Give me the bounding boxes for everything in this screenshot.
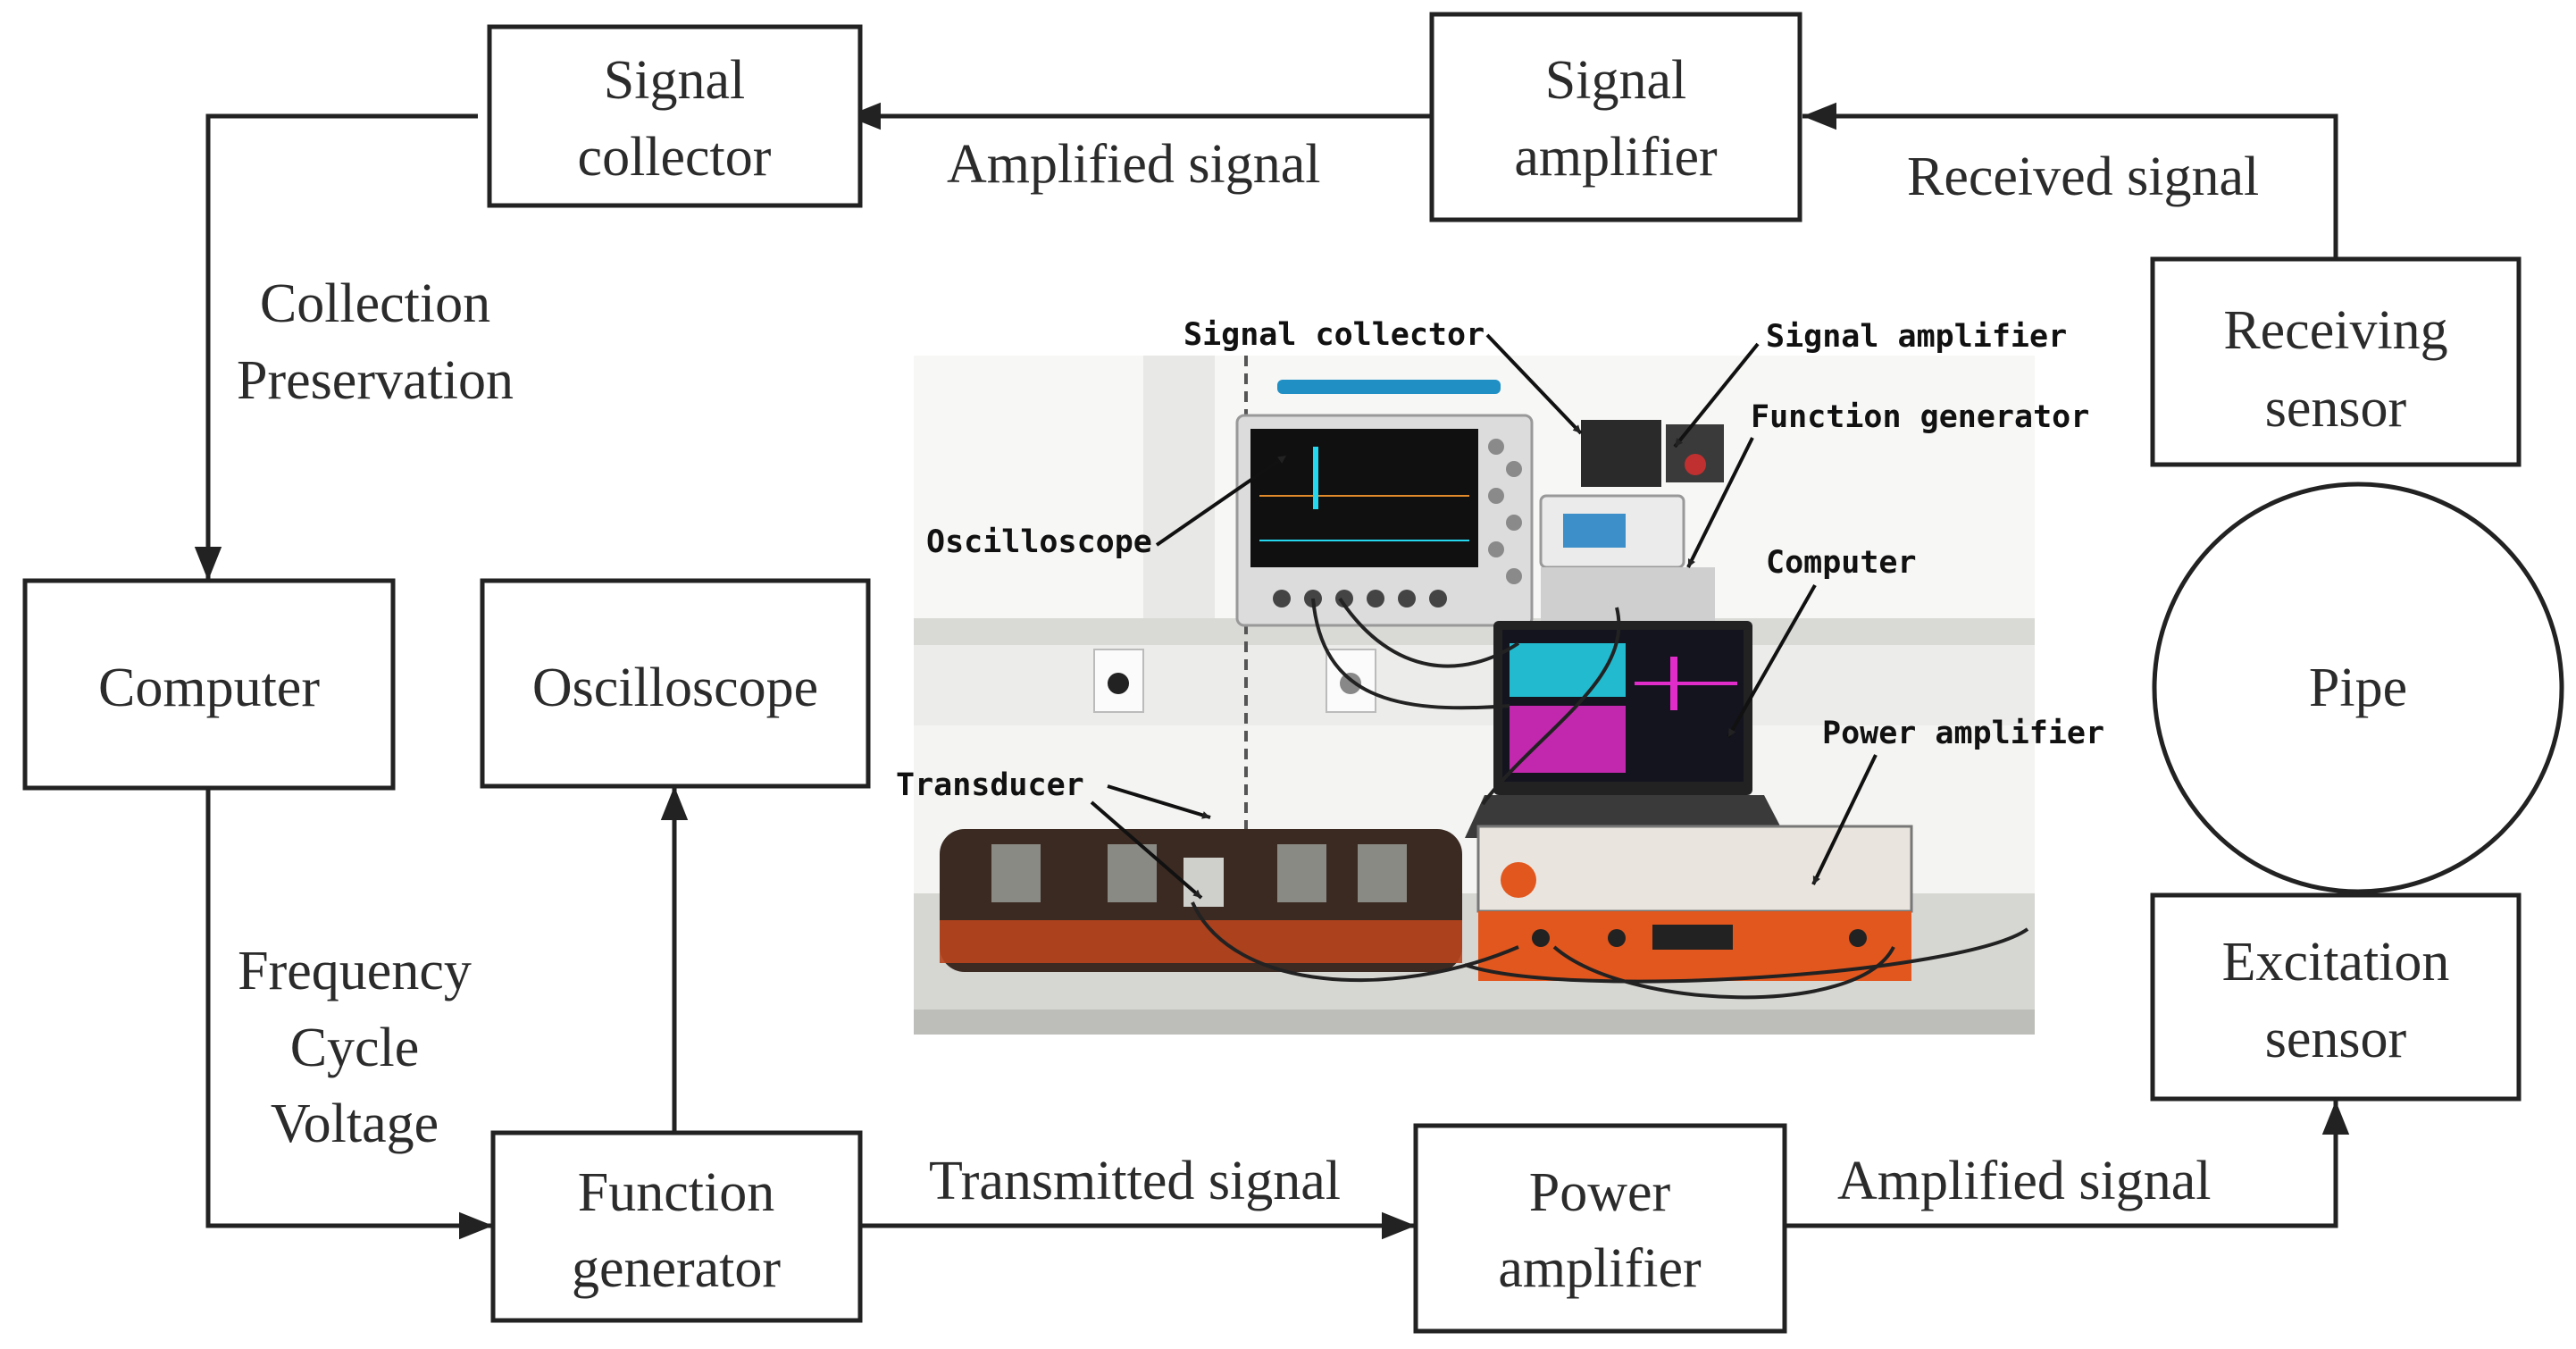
oscilloscope-screen: [1250, 429, 1478, 567]
signal-collector-label-2: collector: [578, 127, 772, 188]
signal-amplifier-label-2: amplifier: [1514, 127, 1718, 188]
power-amplifier-device: [1476, 825, 1913, 981]
arrow-computer-to-function-generator: [205, 788, 493, 1240]
power-amplifier-label-2: amplifier: [1498, 1238, 1702, 1299]
excitation-sensor-label-2: sensor: [2265, 1009, 2407, 1069]
function-generator-label-2: generator: [572, 1238, 781, 1299]
excitation-sensor-label-1: Excitation: [2222, 932, 2450, 993]
arrow-receiving-to-amplifier: [1802, 102, 2338, 259]
photo-label-signal-amplifier: Signal amplifier: [1766, 319, 2067, 355]
photo-label-power-amplifier: Power amplifier: [1822, 716, 2104, 751]
signal-collector-device: [1581, 420, 1661, 487]
box-receiving-sensor: [2150, 256, 2522, 467]
arrow-collector-to-computer: [194, 113, 478, 581]
box-function-generator: [490, 1130, 863, 1323]
box-computer: [22, 578, 396, 791]
laptop-computer: [1465, 621, 1786, 838]
receiving-sensor-label-1: Receiving: [2223, 300, 2447, 361]
oscilloscope-device: [1235, 380, 1534, 627]
function-generator-label-1: Function: [578, 1162, 774, 1223]
edge-label-amplified-signal-bottom: Amplified signal: [1837, 1151, 2211, 1211]
cables: [1191, 597, 2029, 1000]
box-signal-amplifier: [1429, 12, 1802, 222]
arrow-power-amplifier-to-excitation: [1785, 1101, 2350, 1228]
setup-photo: Signal collector Signal amplifier Functi…: [896, 317, 2104, 1035]
edge-label-preservation: Preservation: [237, 350, 514, 411]
computer-label: Computer: [98, 658, 320, 718]
box-excitation-sensor: [2150, 892, 2522, 1102]
edge-label-cycle: Cycle: [290, 1018, 420, 1078]
wall-column: [1143, 356, 1215, 624]
photo-label-transducer: Transducer: [896, 767, 1084, 803]
power-amplifier-label-1: Power: [1529, 1162, 1671, 1223]
signal-collector-label-1: Signal: [604, 50, 745, 111]
box-oscilloscope: [480, 578, 871, 789]
receiving-sensor-label-2: sensor: [2265, 378, 2407, 439]
transducer-device: [1183, 858, 1224, 907]
edge-label-frequency: Frequency: [238, 941, 472, 1001]
photo-label-oscilloscope: Oscilloscope: [926, 524, 1152, 560]
edge-label-collection: Collection: [260, 273, 490, 334]
photo-label-signal-collector: Signal collector: [1183, 317, 1485, 353]
signal-amplifier-label-1: Signal: [1545, 50, 1686, 111]
instrument-stack: [1539, 420, 1724, 621]
box-signal-collector: [487, 24, 863, 208]
oscilloscope-label: Oscilloscope: [532, 658, 818, 718]
edge-label-received-signal: Received signal: [1907, 147, 2259, 207]
edge-label-voltage: Voltage: [271, 1093, 439, 1154]
edge-label-transmitted-signal: Transmitted signal: [929, 1151, 1341, 1211]
photo-label-computer: Computer: [1766, 545, 1917, 581]
box-power-amplifier: [1413, 1123, 1787, 1334]
pipe-circle: [2152, 482, 2564, 894]
pipe-label: Pipe: [2309, 658, 2407, 718]
flow-connectors: [194, 102, 2350, 1240]
photo-label-function-generator: Function generator: [1751, 399, 2089, 435]
pipe-specimen: [940, 829, 1462, 972]
edge-label-amplified-signal-top: Amplified signal: [947, 134, 1320, 195]
